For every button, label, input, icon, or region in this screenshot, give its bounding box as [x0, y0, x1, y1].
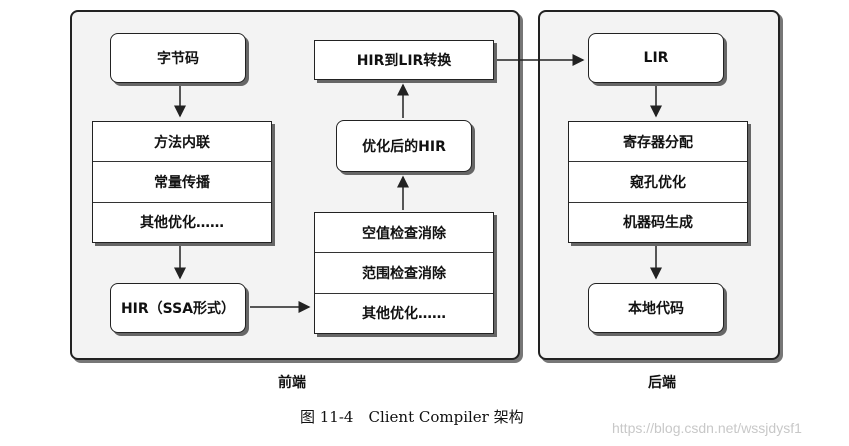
figure-caption: 图 11-4 Client Compiler 架构: [300, 408, 524, 426]
other-optimizations-step-2: 其他优化……: [315, 292, 493, 333]
constant-propagation-step: 常量传播: [93, 161, 271, 201]
bytecode-box: 字节码: [110, 33, 246, 83]
machine-code-generation-step: 机器码生成: [569, 201, 747, 242]
optimization-stack-1: 方法内联 常量传播 其他优化……: [92, 121, 272, 243]
watermark-text: https://blog.csdn.net/wssjdysf1: [612, 420, 802, 436]
hir-ssa-box: HIR（SSA形式）: [110, 283, 246, 333]
optimization-stack-2: 空值检查消除 范围检查消除 其他优化……: [314, 212, 494, 334]
backend-stack: 寄存器分配 窥孔优化 机器码生成: [568, 121, 748, 243]
native-code-box: 本地代码: [588, 283, 724, 333]
optimized-hir-box: 优化后的HIR: [336, 120, 472, 172]
range-check-elimination-step: 范围检查消除: [315, 252, 493, 292]
other-optimizations-step: 其他优化……: [93, 201, 271, 242]
frontend-label: 前端: [278, 375, 306, 391]
backend-label: 后端: [648, 375, 676, 391]
register-allocation-step: 寄存器分配: [623, 134, 693, 151]
method-inlining-step: 方法内联: [154, 134, 210, 151]
peephole-optimization-step: 窥孔优化: [569, 161, 747, 201]
null-check-elimination-step: 空值检查消除: [362, 225, 446, 242]
hir-to-lir-box: HIR到LIR转换: [314, 40, 494, 80]
lir-box: LIR: [588, 33, 724, 83]
